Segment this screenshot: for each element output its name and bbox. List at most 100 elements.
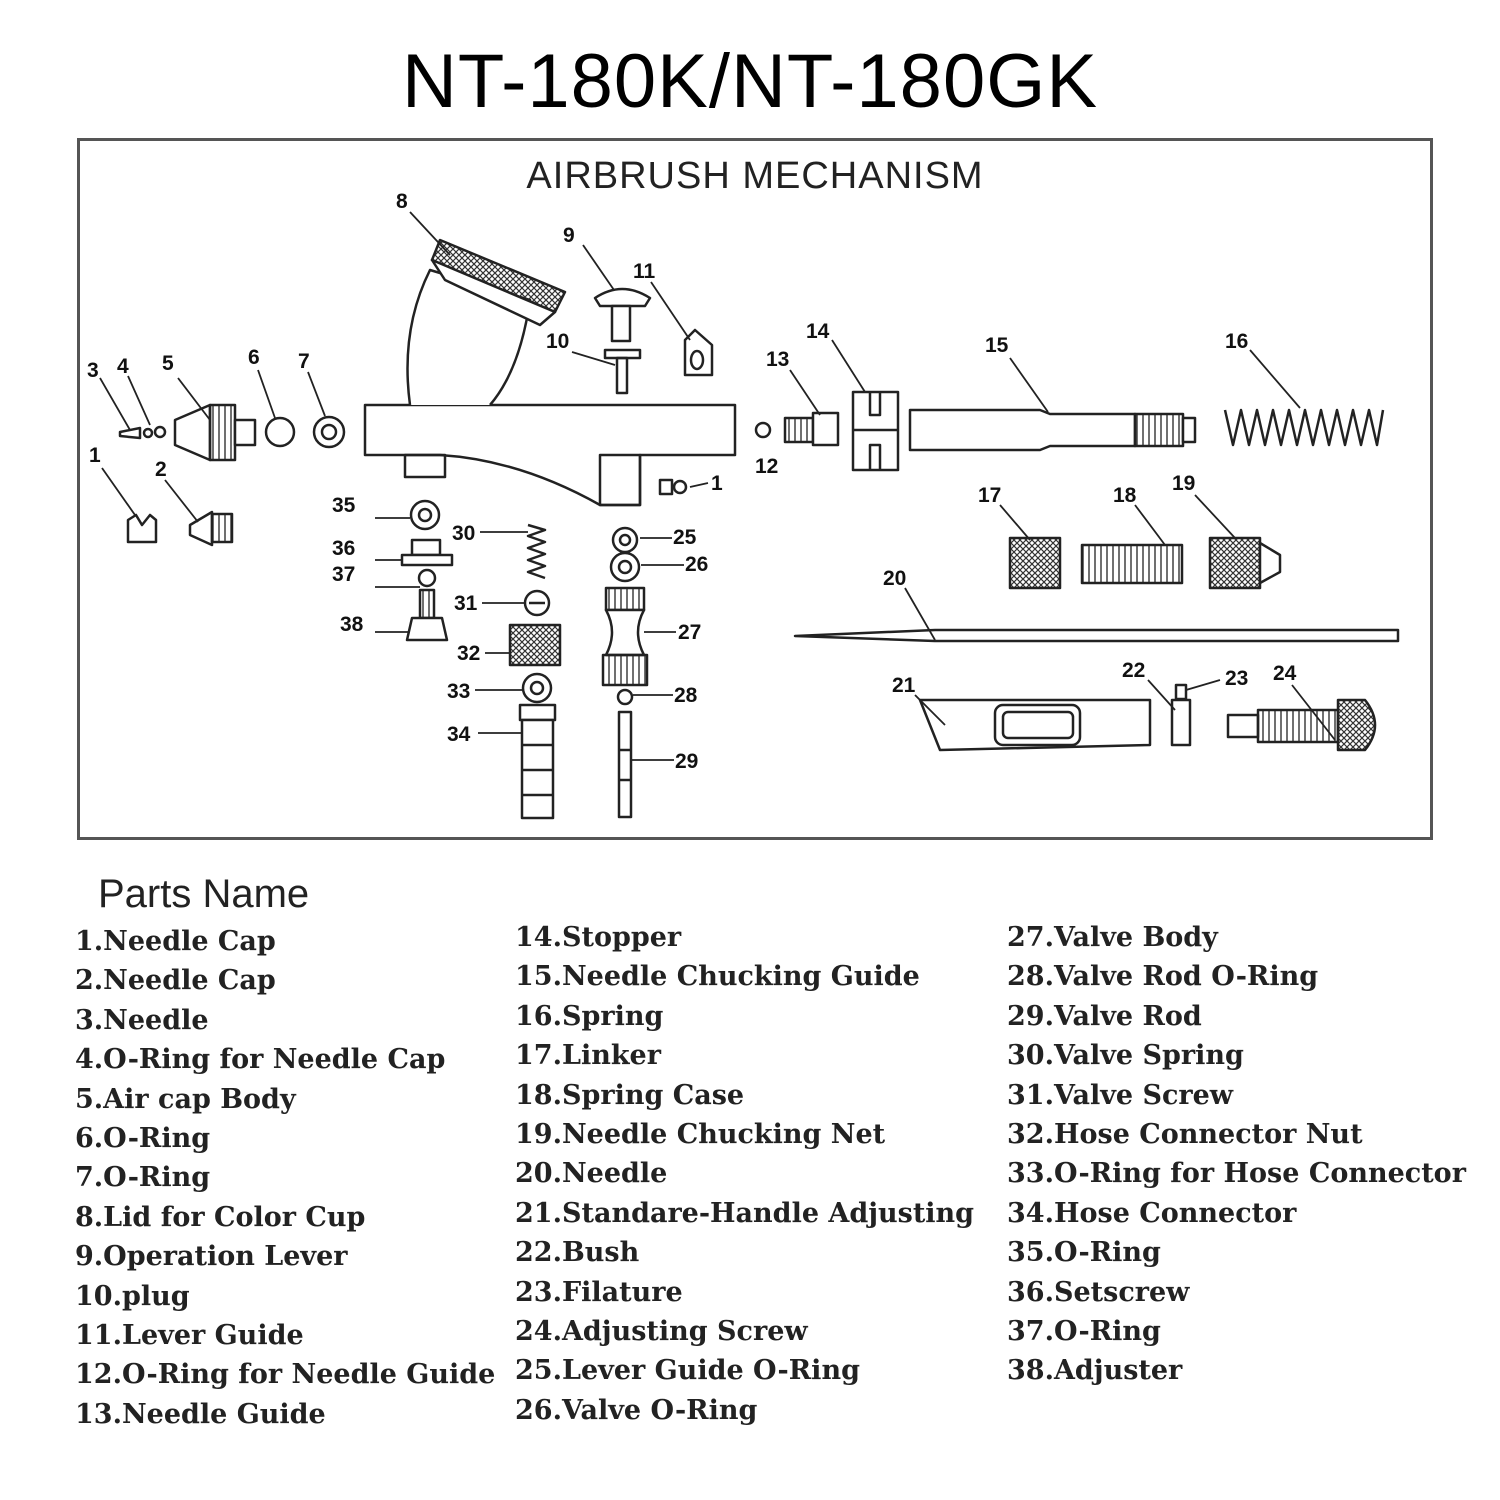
part-item: 13.Needle Guide <box>75 1398 326 1430</box>
color-cup-lid <box>430 238 567 327</box>
small-part-1 <box>658 478 688 496</box>
part-item: 32.Hose Connector Nut <box>1007 1118 1363 1150</box>
part-item: 1.Needle Cap <box>75 926 276 957</box>
callout-34: 34 <box>447 723 471 746</box>
part-item: 28.Valve Rod O-Ring <box>1007 961 1319 993</box>
o-ring-26 <box>609 551 641 583</box>
adjuster <box>405 588 449 642</box>
part-item: 11.Lever Guide <box>75 1319 304 1351</box>
spring-case <box>1080 543 1184 585</box>
callout-35: 35 <box>332 494 356 517</box>
page-title: NT-180K/NT-180GK <box>401 39 1099 124</box>
parts-list-col3: 27.Valve Body 28.Valve Rod O-Ring 29.Val… <box>1007 918 1466 1391</box>
part-item: 36.Setscrew <box>1007 1276 1190 1308</box>
needle-cap-2 <box>188 510 234 547</box>
part-item: 35.O-Ring <box>1007 1237 1161 1269</box>
bush <box>1170 698 1192 747</box>
callout-29: 29 <box>675 750 698 773</box>
callout-17: 17 <box>978 484 1001 507</box>
callout-9: 9 <box>563 224 575 247</box>
callout-30: 30 <box>452 522 475 545</box>
part-item: 31.Valve Screw <box>1007 1079 1234 1111</box>
part-item: 21.Standare-Handle Adjusting <box>515 1197 975 1229</box>
needle-cap-1 <box>126 513 158 544</box>
part-item: 2.Needle Cap <box>75 965 276 997</box>
part-item: 19.Needle Chucking Net <box>515 1118 886 1150</box>
parts-heading: Parts Name <box>98 872 310 916</box>
callout-15: 15 <box>985 334 1009 357</box>
diagram-title: AIRBRUSH MECHANISM <box>526 155 984 197</box>
spring-16 <box>1223 408 1385 447</box>
part-item: 22.Bush <box>515 1237 640 1269</box>
callout-11: 11 <box>633 260 656 283</box>
stopper <box>851 390 900 472</box>
callout-20: 20 <box>883 567 906 590</box>
o-ring-37 <box>417 568 437 588</box>
valve-spring <box>526 523 547 580</box>
part-item: 18.Spring Case <box>515 1079 745 1111</box>
callout-4: 4 <box>117 355 129 378</box>
part-item: 37.O-Ring <box>1007 1315 1161 1347</box>
callout-36: 36 <box>332 537 355 560</box>
callout-21: 21 <box>892 674 916 697</box>
callout-24: 24 <box>1273 662 1297 685</box>
callout-7: 7 <box>298 350 310 373</box>
part-item: 16.Spring <box>515 1000 664 1032</box>
setscrew <box>400 538 454 567</box>
callout-22: 22 <box>1122 659 1145 682</box>
callout-32: 32 <box>457 642 480 665</box>
o-ring-6 <box>264 416 296 448</box>
parts-list-col2: 14.Stopper 15.Needle Chucking Guide 16.S… <box>515 918 974 1430</box>
o-ring-33 <box>521 672 553 704</box>
callout-37: 37 <box>332 563 355 586</box>
valve-rod-o-ring <box>616 688 634 706</box>
callout-26: 26 <box>685 553 708 576</box>
callout-18: 18 <box>1113 484 1137 507</box>
o-ring-25 <box>611 526 639 554</box>
part-item: 23.Filature <box>515 1276 683 1308</box>
part-item: 26.Valve O-Ring <box>515 1394 758 1426</box>
part-item: 17.Linker <box>515 1040 661 1072</box>
part-item: 24.Adjusting Screw <box>515 1315 808 1347</box>
part-item: 6.O-Ring <box>75 1122 211 1154</box>
linker <box>1008 536 1062 590</box>
callout-12: 12 <box>755 455 778 478</box>
callout-3: 3 <box>87 359 99 382</box>
callout-23: 23 <box>1225 667 1248 690</box>
part-item: 3.Needle <box>75 1004 209 1036</box>
part-item: 25.Lever Guide O-Ring <box>515 1355 860 1387</box>
part-item: 38.Adjuster <box>1007 1355 1183 1387</box>
operation-lever <box>593 287 652 395</box>
callout-16: 16 <box>1225 330 1248 353</box>
adjusting-screw <box>1226 698 1377 752</box>
part-item: 33.O-Ring for Hose Connector <box>1007 1158 1466 1190</box>
callout-6: 6 <box>248 346 260 369</box>
needle-guide <box>783 411 840 447</box>
part-item: 12.O-Ring for Needle Guide <box>75 1359 496 1391</box>
part-item: 30.Valve Spring <box>1007 1040 1244 1072</box>
callout-33: 33 <box>447 680 470 703</box>
part-item: 10.plug <box>75 1280 190 1312</box>
valve-rod <box>617 710 633 819</box>
needle-tip <box>118 425 167 440</box>
leader-lines <box>99 211 1336 761</box>
callout-28: 28 <box>674 684 698 707</box>
callout-38: 38 <box>340 613 364 636</box>
part-item: 9.Operation Lever <box>75 1241 348 1273</box>
parts-list-col1: 1.Needle Cap 2.Needle Cap 3.Needle 4.O-R… <box>75 922 495 1434</box>
diagram-frame <box>77 138 1433 840</box>
callout-13: 13 <box>766 348 789 371</box>
part-item: 14.Stopper <box>515 922 682 953</box>
part-item: 8.Lid for Color Cup <box>75 1201 366 1233</box>
callout-19: 19 <box>1172 472 1195 495</box>
callout-31: 31 <box>454 592 478 615</box>
filature <box>1174 683 1188 701</box>
callout-5: 5 <box>162 352 174 375</box>
part-item: 5.Air cap Body <box>75 1083 296 1115</box>
part-item: 34.Hose Connector <box>1007 1197 1297 1229</box>
callout-25: 25 <box>673 526 697 549</box>
valve-body <box>601 586 649 687</box>
callout-8: 8 <box>396 190 408 213</box>
air-cap-body <box>173 403 257 462</box>
